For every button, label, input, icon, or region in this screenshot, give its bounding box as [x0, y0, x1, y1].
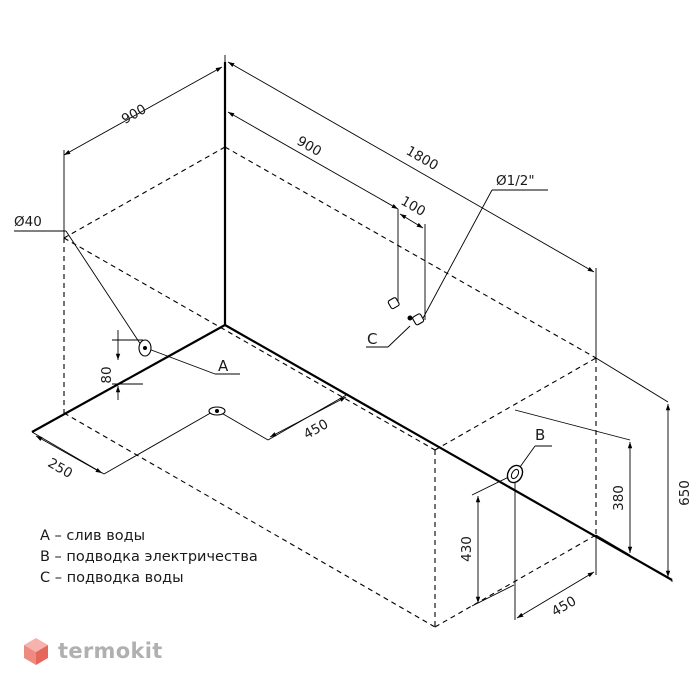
wall-edges	[31, 62, 673, 581]
dim-label-drain-height: 80	[99, 366, 115, 383]
dim-label-top-inner: 900	[294, 133, 324, 160]
dim-label-total-length: 1800	[403, 143, 441, 174]
point-label-b: B	[535, 426, 545, 444]
legend-item-water: C – подводка воды	[40, 570, 184, 586]
dimension-lines	[14, 55, 673, 620]
dim-label-pipe-diameter: Ø1/2"	[496, 173, 535, 189]
dim-label-drain-depth: 450	[301, 416, 331, 442]
legend: A – слив воды B – подводка электричества…	[40, 526, 258, 589]
dim-label-outlet-height: 430	[459, 536, 475, 562]
cube-logo-icon	[24, 638, 48, 665]
dim-label-right-height-high: 650	[677, 480, 693, 506]
drain-outlet-fixture	[138, 339, 152, 357]
brand: termokit	[22, 636, 163, 666]
brand-name: termokit	[58, 639, 163, 663]
dim-label-right-height-low: 380	[611, 485, 627, 511]
bathtub-outline	[63, 146, 597, 628]
legend-item-electric: B – подводка электричества	[40, 549, 258, 565]
dim-label-drain-offset: 250	[45, 455, 75, 482]
dim-label-top-left: 900	[119, 101, 149, 127]
electric-outlet-b-fixture	[506, 464, 524, 484]
water-pipe-right-fixture	[412, 313, 425, 326]
point-label-a: A	[218, 357, 229, 375]
legend-item-drain: A – слив воды	[40, 528, 146, 544]
water-inlet-c-fixture	[407, 315, 413, 321]
water-pipe-left-fixture	[387, 297, 400, 310]
dim-label-drain-diameter: Ø40	[14, 214, 42, 230]
dim-label-outlet-offset: 450	[549, 593, 579, 620]
point-label-c: C	[367, 330, 377, 348]
drain-a-fixture	[208, 406, 226, 416]
